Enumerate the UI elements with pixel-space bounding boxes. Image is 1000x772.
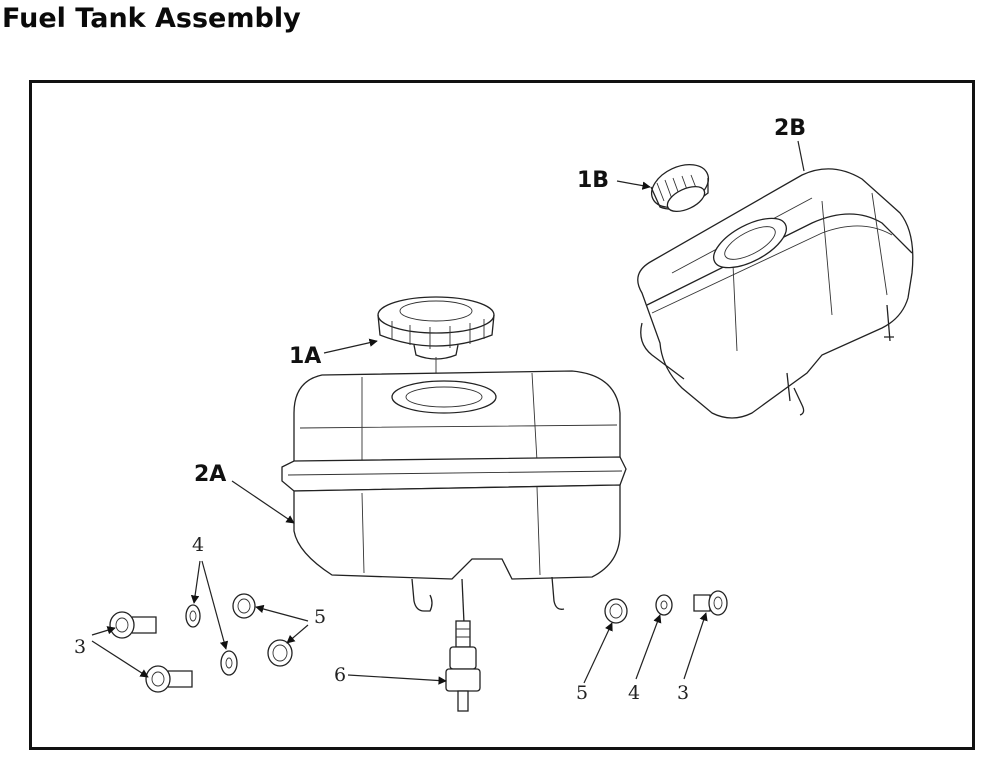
exploded-parts-diagram: 1A 1B 2A 2B 3 3 4 4 5 5 6 <box>74 116 914 712</box>
page-title: Fuel Tank Assembly <box>2 3 301 34</box>
washer-4-left-bottom <box>220 650 238 676</box>
callout-2b: 2B <box>774 116 806 141</box>
callout-1b: 1B <box>577 168 609 193</box>
bolt-3-left-bottom <box>145 665 193 693</box>
diagram-frame: 1A 1B 2A 2B 3 3 4 4 5 5 6 <box>29 80 975 750</box>
callout-6: 6 <box>334 664 346 686</box>
grommet-5-right <box>604 598 628 624</box>
fuel-valve-6 <box>445 620 481 712</box>
callout-2a: 2A <box>194 462 226 487</box>
callout-5-right: 5 <box>576 682 588 704</box>
callout-4-right: 4 <box>628 682 640 704</box>
fuel-cap-1a <box>377 296 495 383</box>
washer-4-left-top <box>185 604 201 628</box>
washer-4-right <box>655 594 673 616</box>
fuel-tank-2a <box>281 370 627 624</box>
callout-4-left: 4 <box>192 534 204 556</box>
bolt-3-left-top <box>109 611 157 639</box>
leader-lines <box>91 140 805 685</box>
callout-3-left: 3 <box>74 636 86 658</box>
grommet-5-left-bottom <box>267 639 293 667</box>
bolt-3-right <box>693 590 728 616</box>
callout-3-right: 3 <box>677 682 689 704</box>
fuel-tank-2b <box>637 168 914 419</box>
fuel-cap-1b <box>650 163 710 213</box>
grommet-5-left-top <box>232 593 256 619</box>
callout-1a: 1A <box>289 344 321 369</box>
callout-5-left: 5 <box>314 606 326 628</box>
